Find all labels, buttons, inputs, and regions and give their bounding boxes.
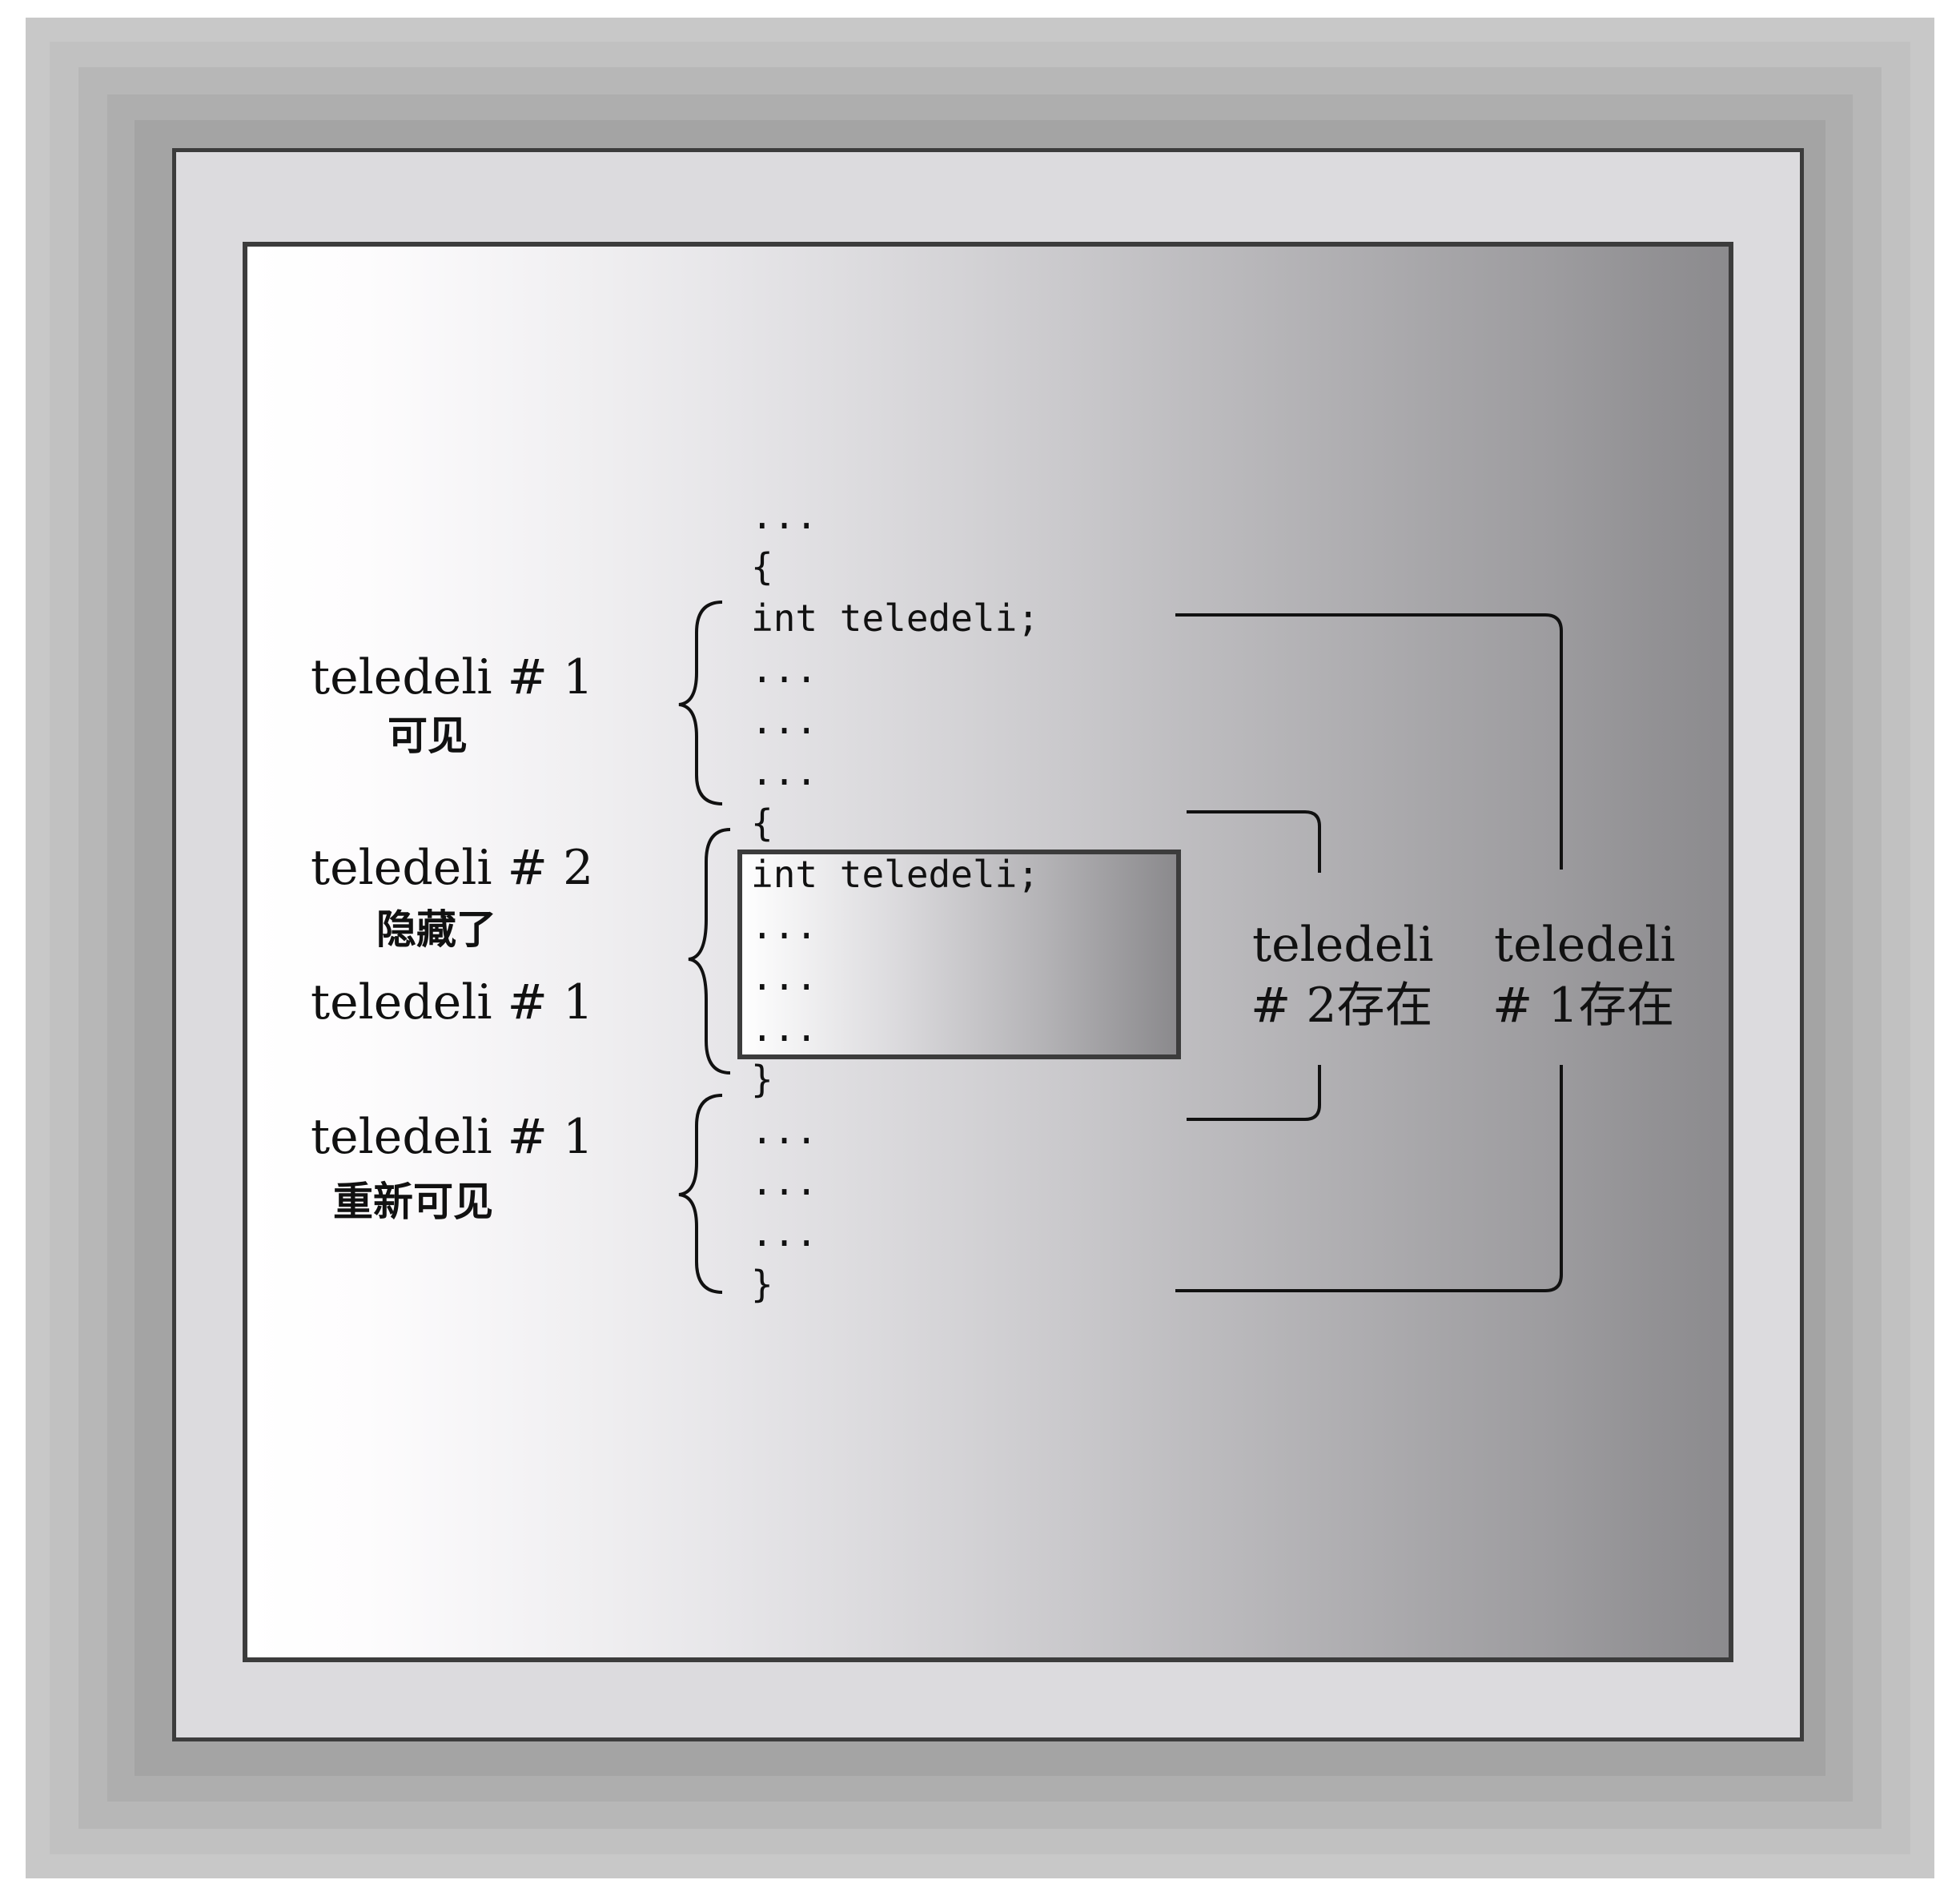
left-brace-hidden xyxy=(688,828,731,1075)
inner-block-box xyxy=(737,850,1181,1059)
right-labels: teledeli # 2存在 teledeli # 1存在 xyxy=(1251,917,1676,1034)
label-exists-1-line2: # 1存在 xyxy=(1492,978,1675,1034)
code-line: ... xyxy=(751,1160,817,1203)
code-line: ... xyxy=(751,750,817,793)
label-exists-2-line2: # 2存在 xyxy=(1251,978,1433,1034)
code-line: ... xyxy=(751,1109,817,1152)
label-visible-1: teledeli # 1 xyxy=(311,649,593,705)
label-hidden-1: teledeli # 1 xyxy=(311,974,593,1030)
code-line: ... xyxy=(751,648,817,691)
code-line: ... xyxy=(751,699,817,742)
code-listing: ... { int teledeli; ... ... ... { int te… xyxy=(751,494,1039,1306)
code-line: ... xyxy=(751,1006,817,1050)
left-brace-revisible xyxy=(678,1094,723,1294)
code-line: } xyxy=(751,1263,773,1306)
label-exists-1-line1: teledeli xyxy=(1494,917,1676,973)
label-revisible-1: teledeli # 1 xyxy=(311,1109,593,1165)
scope-bracket-teledeli-2 xyxy=(1187,810,1321,1121)
code-line: ... xyxy=(751,955,817,998)
code-line: ... xyxy=(751,1211,817,1255)
left-brace-visible xyxy=(678,601,723,805)
code-line: { xyxy=(751,545,773,588)
label-exists-2-line1: teledeli xyxy=(1252,917,1434,973)
scope-bracket-teledeli-1 xyxy=(1175,613,1563,1292)
left-labels: teledeli # 1 可见 teledeli # 2 隐藏了 teledel… xyxy=(311,649,593,1225)
code-line: ... xyxy=(751,904,817,947)
label-hidden-2-cn: 隐藏了 xyxy=(376,906,496,953)
label-revisible-1-cn: 重新可见 xyxy=(333,1179,493,1225)
label-visible-1-cn: 可见 xyxy=(388,713,468,759)
code-line: ... xyxy=(751,494,817,537)
label-hidden-2: teledeli # 2 xyxy=(311,840,593,896)
code-line: int teledeli; xyxy=(751,597,1039,640)
code-line: } xyxy=(751,1058,773,1101)
code-line: int teledeli; xyxy=(751,853,1039,896)
code-line: { xyxy=(751,801,773,845)
